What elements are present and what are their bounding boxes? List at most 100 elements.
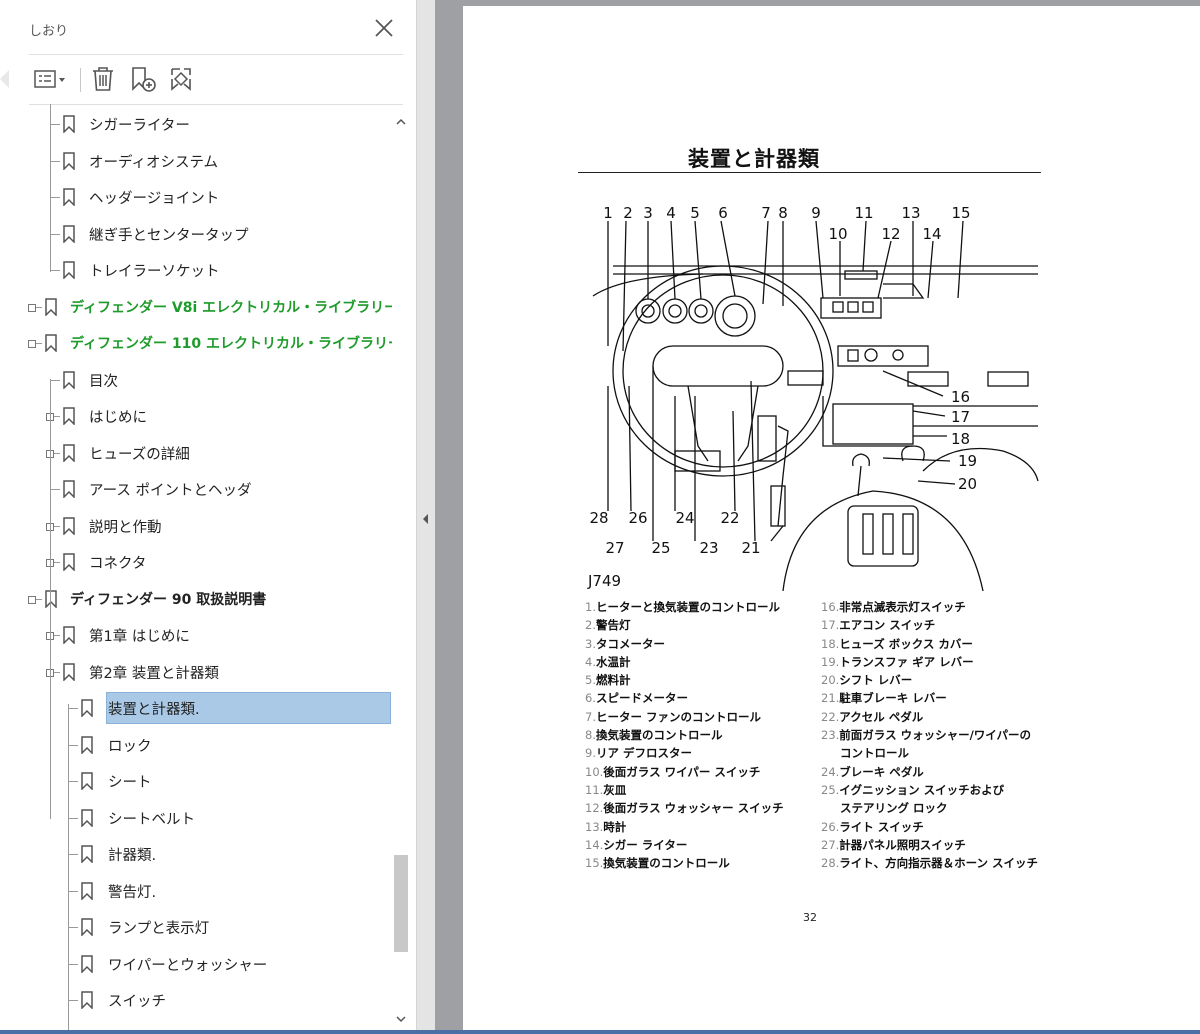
legend-number: 27. <box>821 837 840 852</box>
bookmark-item[interactable]: ワイパーとウォッシャー <box>0 946 392 982</box>
bookmark-icon <box>45 297 57 316</box>
callout-number: 1 <box>603 204 613 222</box>
legend-text: リア デフロスター <box>595 746 692 761</box>
bookmark-item[interactable]: シートベルト <box>0 800 392 836</box>
bookmark-item[interactable]: アース ポイントとヘッダ <box>0 471 392 507</box>
bookmark-item[interactable]: スイッチ <box>0 982 392 1018</box>
bookmark-icon <box>45 589 57 608</box>
bookmark-item[interactable]: はじめに <box>0 398 392 434</box>
legend-number: 28. <box>821 856 840 871</box>
legend-text: コントロール <box>840 746 909 761</box>
bookmark-item[interactable]: ヒューズの詳細 <box>0 435 392 471</box>
bookmark-item[interactable]: 継ぎ手とセンタータップ <box>0 216 392 252</box>
scroll-up-icon[interactable] <box>393 114 409 130</box>
bookmark-item[interactable]: 装置と計器類. <box>0 690 392 726</box>
selection-highlight <box>106 692 391 724</box>
bookmark-item[interactable]: 計器類. <box>0 836 392 872</box>
bookmark-item[interactable]: 第2章 装置と計器類 <box>0 654 392 690</box>
panel-splitter[interactable] <box>416 0 435 1034</box>
scrollbar-track[interactable] <box>392 108 410 1030</box>
legend-text: ヒーターと換気装置のコントロール <box>595 600 780 614</box>
panel-pointer <box>0 70 9 88</box>
expand-toggle-icon[interactable] <box>28 595 36 604</box>
tree-connector <box>50 562 60 563</box>
callout-number: 12 <box>881 225 900 243</box>
bookmark-item[interactable]: 目次 <box>0 362 392 398</box>
bookmark-tree: シガーライターオーディオシステムヘッダージョイント継ぎ手とセンタータップトレイラ… <box>0 104 392 1030</box>
legend-text: アクセル ペダル <box>839 709 924 724</box>
title-rule <box>578 172 1041 173</box>
bookmark-item[interactable]: シガーライター <box>0 106 392 142</box>
legend-number: 5. <box>585 673 596 688</box>
legend-text: 計器パネル照明スイッチ <box>839 837 966 852</box>
legend-entry: 15.換気装置のコントロール <box>585 854 784 872</box>
callout-number: 15 <box>951 204 970 222</box>
tree-connector <box>50 671 60 673</box>
legend-number: 19. <box>821 654 840 669</box>
legend-text: シフト レバー <box>839 673 913 688</box>
legend-number: 6. <box>585 691 596 706</box>
bookmark-item[interactable]: 第1章 はじめに <box>0 617 392 653</box>
tree-connector <box>50 525 60 527</box>
bookmark-item[interactable]: 警告灯. <box>0 873 392 909</box>
tree-connector <box>50 452 60 454</box>
legend-number: 26. <box>821 819 840 834</box>
options-menu-button[interactable] <box>30 64 70 94</box>
legend-text: 後面ガラス ウォッシャー スイッチ <box>603 801 784 816</box>
new-bookmark-button[interactable] <box>126 64 160 94</box>
tree-connector <box>68 854 78 855</box>
legend-entry: 13.時計 <box>585 818 784 836</box>
bookmark-item[interactable]: ランプと表示灯 <box>0 909 392 945</box>
legend-text: ライト スイッチ <box>839 819 924 834</box>
bookmark-label: 目次 <box>89 373 118 390</box>
legend-text: 非常点滅表示灯スイッチ <box>839 600 966 614</box>
legend-number: 4. <box>585 654 596 669</box>
bookmark-label: 計器類. <box>108 848 157 864</box>
legend-entry: 14.シガー ライター <box>585 836 784 854</box>
bookmark-from-structure-button[interactable] <box>164 64 198 94</box>
bookmark-item[interactable]: シート <box>0 763 392 799</box>
legend-number: 22. <box>821 709 840 724</box>
callout-number: 9 <box>811 204 821 222</box>
bookmarks-panel: しおり <box>0 0 416 1034</box>
close-icon[interactable] <box>372 16 396 40</box>
scrollbar-thumb[interactable] <box>394 855 408 952</box>
callout-number: 28 <box>589 509 608 527</box>
page-title: 装置と計器類 <box>688 147 820 171</box>
legend-text: ステアリング ロック <box>840 801 948 816</box>
bookmark-icon <box>81 735 93 754</box>
bookmark-item[interactable]: トレイラーソケット <box>0 252 392 288</box>
legend-text: 時計 <box>603 819 627 834</box>
expand-toggle-icon[interactable] <box>28 303 36 312</box>
tree-guide-line <box>50 379 51 819</box>
bookmark-label: ワイパーとウォッシャー <box>108 957 268 974</box>
legend-text: ヒューズ ボックス カバー <box>839 636 973 651</box>
collapse-panel-icon[interactable] <box>423 514 428 524</box>
bookmark-item[interactable]: 説明と作動 <box>0 508 392 544</box>
callout-number: 20 <box>958 475 977 493</box>
bookmark-item[interactable]: ディフェンダー V8i エレクトリカル・ライブラリー <box>0 289 392 325</box>
callout-number: 6 <box>718 204 728 222</box>
bookmark-label: 第1章 はじめに <box>89 629 190 645</box>
bookmark-item[interactable]: ロック <box>0 727 392 763</box>
bookmark-item[interactable]: ヘッダージョイント <box>0 179 392 215</box>
callout-number: 22 <box>720 509 739 527</box>
callout-number: 23 <box>699 539 718 557</box>
legend-entry: 27.計器パネル照明スイッチ <box>821 836 1038 854</box>
bookmark-label: ディフェンダー 110 エレクトリカル・ライブラリー <box>70 336 392 352</box>
callout-number: 24 <box>675 509 694 527</box>
legend-number: 18. <box>821 636 840 651</box>
bookmark-item[interactable]: ディフェンダー 110 エレクトリカル・ライブラリー <box>0 325 392 361</box>
bookmark-item[interactable]: コネクタ <box>0 544 392 580</box>
delete-bookmark-button[interactable] <box>88 64 118 94</box>
legend-text: エアコン スイッチ <box>839 618 936 633</box>
callout-number: 19 <box>958 452 977 470</box>
expand-toggle-icon[interactable] <box>28 340 36 348</box>
bookmark-item[interactable]: ディフェンダー 90 取扱説明書 <box>0 581 392 617</box>
scroll-down-icon[interactable] <box>393 1011 409 1027</box>
bookmark-label: シート <box>108 775 152 791</box>
bookmark-item[interactable]: オーディオシステム <box>0 143 392 179</box>
callout-number: 14 <box>922 225 941 243</box>
legend-entry: 17.エアコン スイッチ <box>821 616 1038 634</box>
